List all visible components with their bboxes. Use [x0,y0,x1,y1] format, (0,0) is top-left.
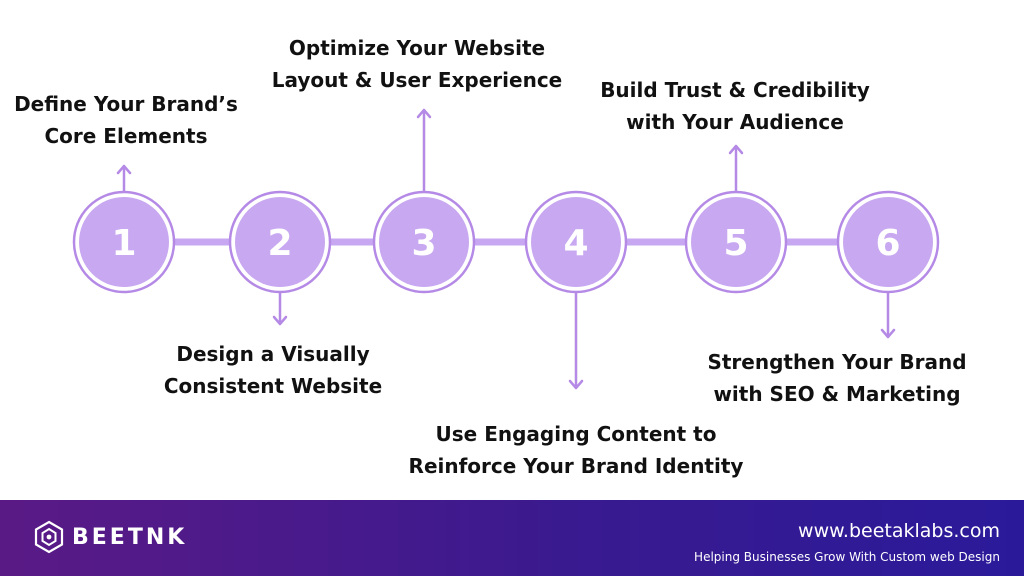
step-5-circle: 5 [684,190,788,294]
step-2-line1: Design a Visually [176,342,370,366]
brand-logo[interactable]: BEETNK [34,519,187,555]
step-6-number: 6 [875,223,900,264]
step-3-line1: Optimize Your Website [288,36,546,60]
step-6-label: Strengthen Your Brand with SEO & Marketi… [692,346,982,410]
step-3-number: 3 [411,223,436,264]
step-5-label: Build Trust & Credibility with Your Audi… [580,74,890,138]
brand-name: BEETNK [72,524,188,550]
step-6-line2: with SEO & Marketing [713,382,961,406]
step-5-number: 5 [723,223,748,264]
website-link[interactable]: www.beetaklabs.com [798,520,1000,542]
step-4-circle: 4 [524,190,628,294]
footer-bar: BEETNK www.beetaklabs.com Helping Busine… [0,500,1024,576]
step-5-arrow [728,144,744,193]
step-3-circle: 3 [372,190,476,294]
step-1-label: Define Your Brand’s Core Elements [6,88,246,152]
step-2-circle: 2 [228,190,332,294]
step-4-line2: Reinforce Your Brand Identity [408,454,744,478]
step-4-line1: Use Engaging Content to [435,422,717,446]
step-6-line1: Strengthen Your Brand [707,350,967,374]
step-1-number: 1 [111,223,136,264]
tagline: Helping Businesses Grow With Custom web … [694,550,1000,564]
step-1-line1: Define Your Brand’s [14,92,238,116]
step-5-line2: with Your Audience [626,110,844,134]
process-diagram: 1 2 3 4 5 6 [72,108,940,390]
step-1-circle: 1 [72,190,176,294]
step-1-line2: Core Elements [44,124,208,148]
step-6-circle: 6 [836,190,940,294]
step-3-line2: Layout & User Experience [271,68,563,92]
step-2-label: Design a Visually Consistent Website [148,338,398,402]
step-3-arrow [416,108,432,193]
step-3-label: Optimize Your Website Layout & User Expe… [262,32,572,96]
hexagon-logo-icon [34,520,64,554]
step-2-line2: Consistent Website [163,374,383,398]
step-2-number: 2 [267,223,292,264]
step-4-number: 4 [563,223,588,264]
step-4-label: Use Engaging Content to Reinforce Your B… [395,418,757,482]
step-4-arrow [568,291,584,390]
step-5-line1: Build Trust & Credibility [600,78,870,102]
step-1-arrow [116,164,132,193]
step-2-arrow [272,291,288,326]
step-6-arrow [880,291,896,339]
